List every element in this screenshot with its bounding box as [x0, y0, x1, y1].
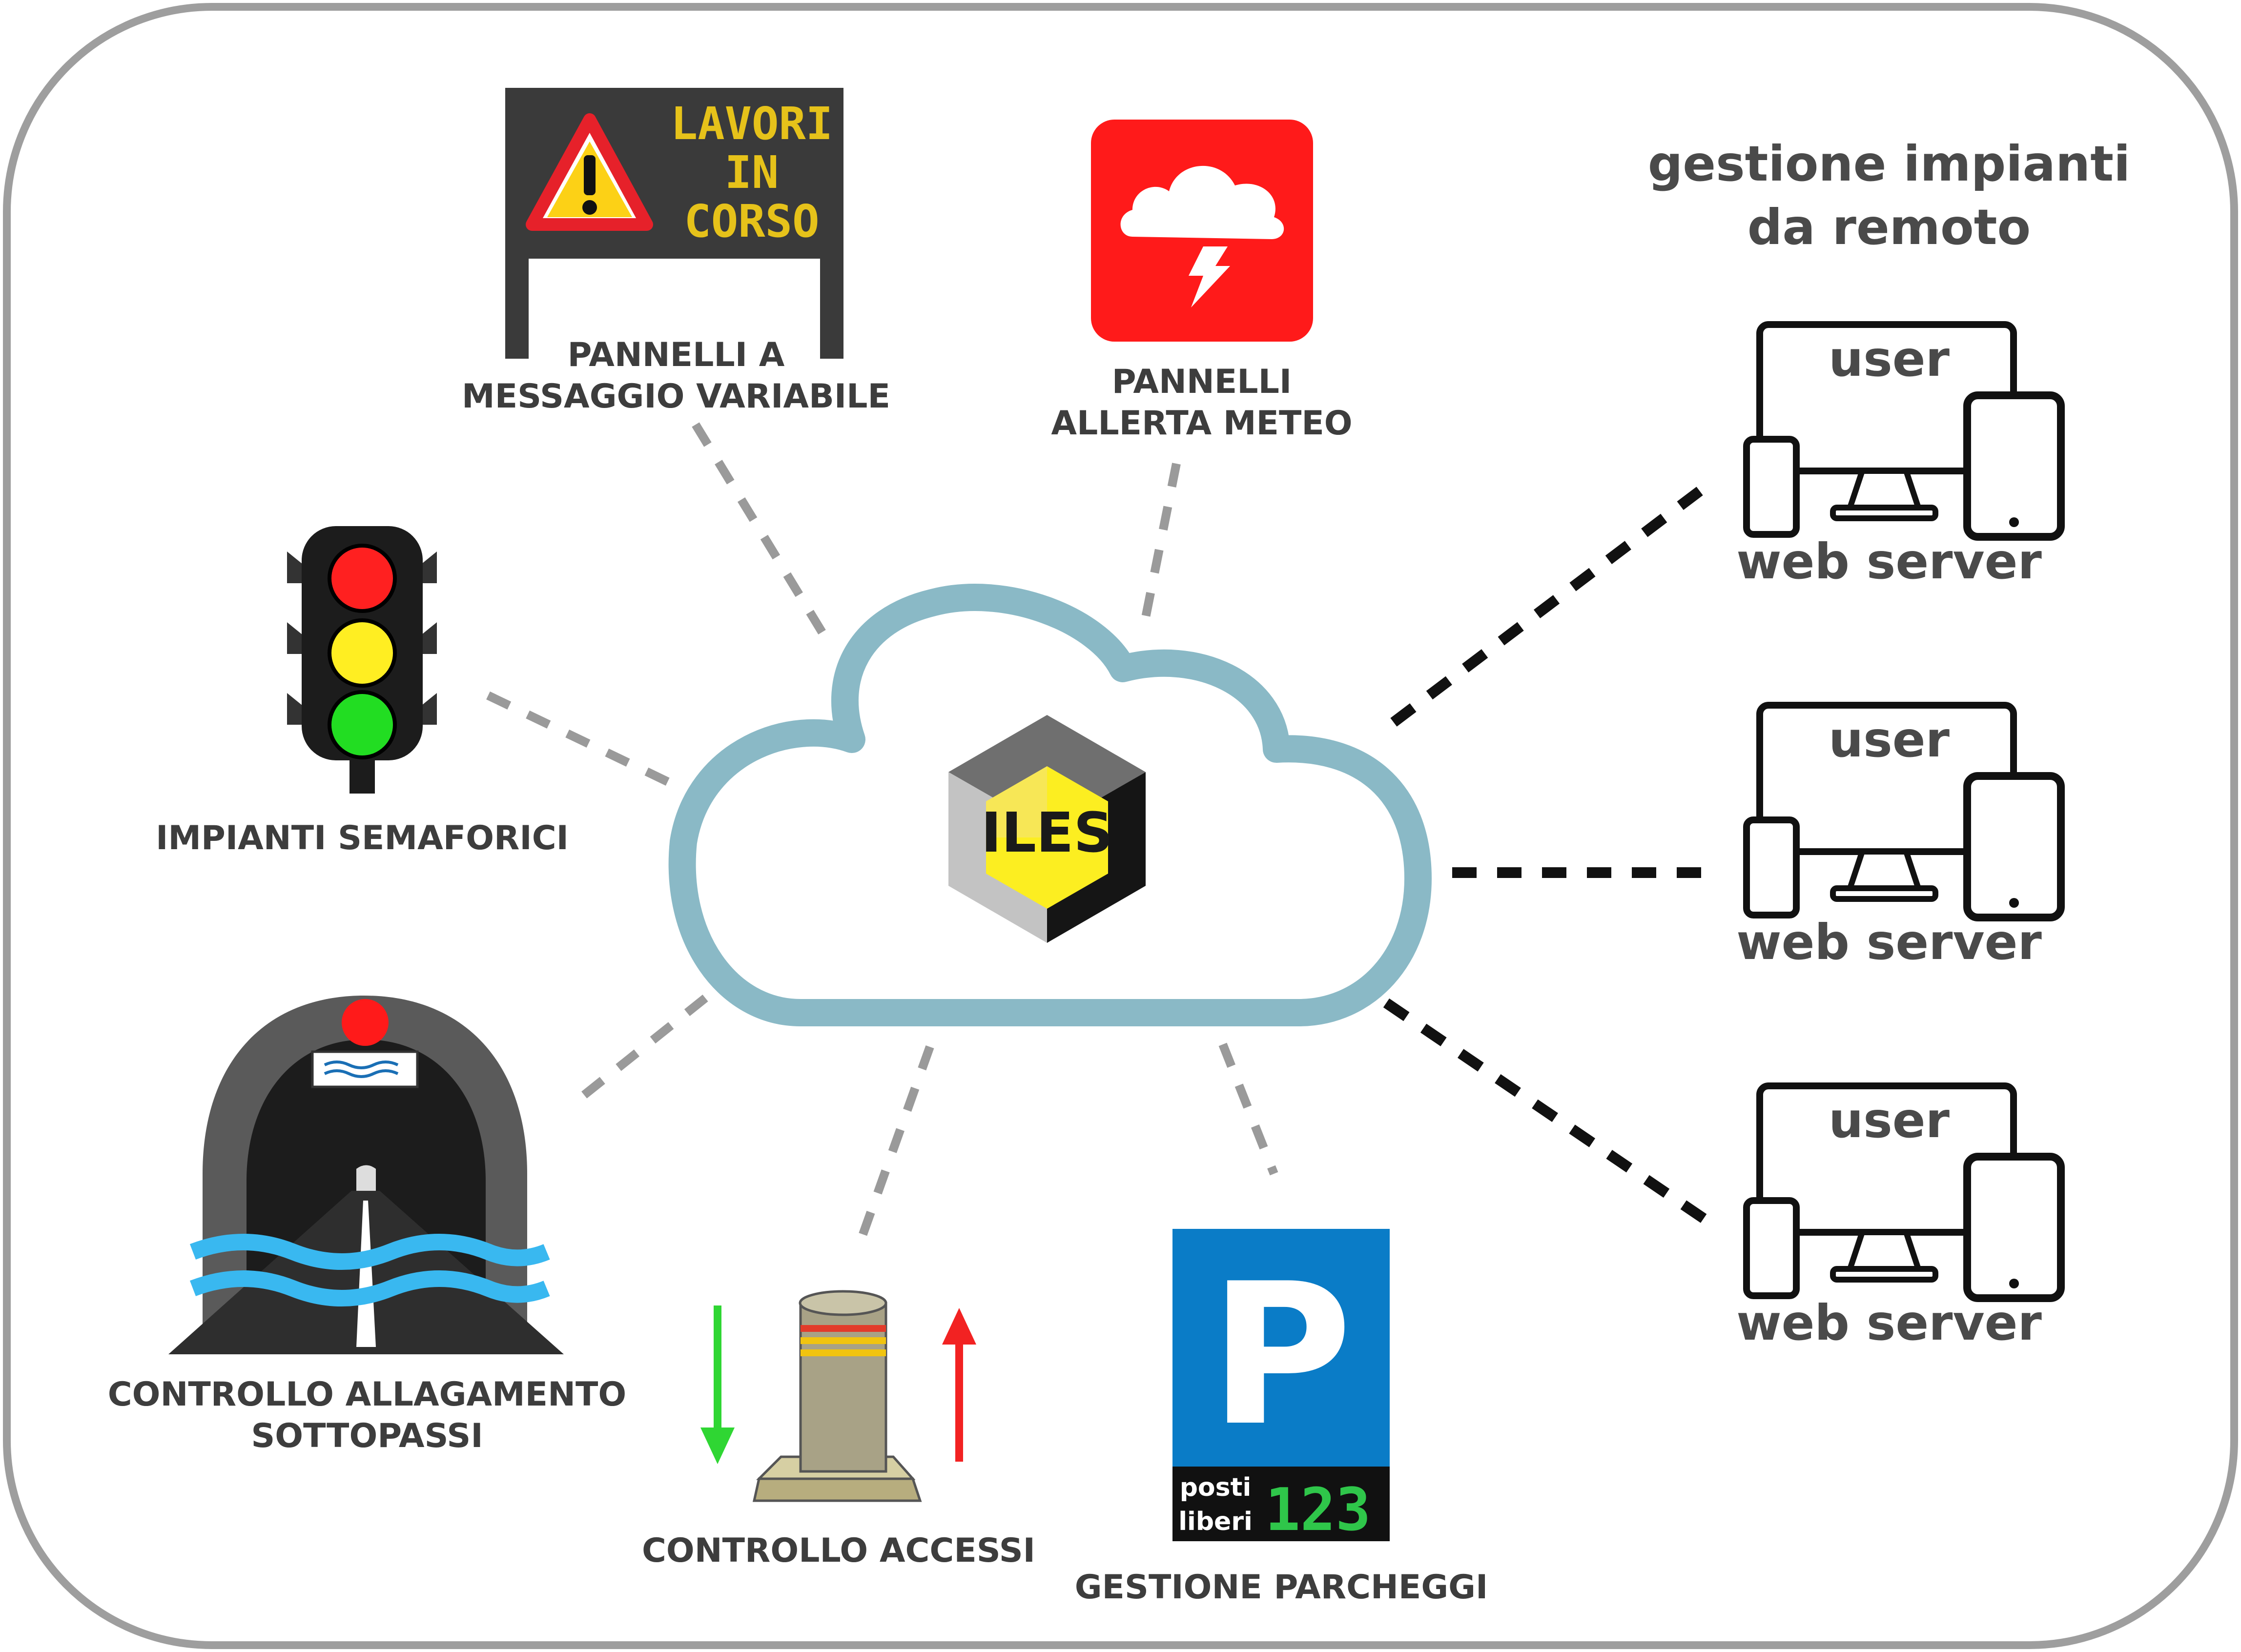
remote-station-3: user web server [1736, 1086, 2061, 1351]
connector-traffic-lights [486, 691, 678, 790]
water-sign [311, 1050, 419, 1088]
grey-connectors [486, 422, 1278, 1254]
station-server-label: web server [1736, 914, 2042, 971]
remote-station-1: user web server [1736, 325, 2061, 590]
flooding-tunnel [168, 996, 564, 1354]
flooding-label-2: SOTTOPASSI [251, 1417, 483, 1455]
access-control [700, 1290, 976, 1502]
vms-label-1: PANNELLI A [568, 336, 785, 374]
traffic-light [287, 526, 437, 794]
logo-text: ILES [981, 801, 1113, 865]
station-user-label: user [1829, 330, 1950, 388]
station-user-label: user [1829, 1092, 1950, 1149]
yellow-light [328, 618, 397, 688]
vms-line-3: CORSO [684, 195, 820, 247]
meteo-panel [1091, 120, 1313, 342]
vms-label-2: MESSAGGIO VARIABILE [462, 377, 890, 416]
parking-letter: P [1209, 1242, 1352, 1469]
remote-title-2: da remoto [1748, 199, 2031, 256]
parking-counter: 123 [1265, 1476, 1371, 1544]
parking-sign: P posti liberi 123 [1172, 1229, 1390, 1544]
vms-line-1: LAVORI [671, 98, 833, 150]
vms-panel: LAVORI IN CORSO [505, 88, 843, 359]
remote-station-2: user web server [1736, 705, 2061, 971]
access-label: CONTROLLO ACCESSI [642, 1531, 1035, 1570]
storm-cloud-icon [1120, 165, 1284, 239]
station-user-label: user [1829, 711, 1950, 768]
connector-meteo [1138, 463, 1181, 635]
flooding-label-1: CONTROLLO ALLAGAMENTO [108, 1375, 626, 1414]
meteo-label-2: ALLERTA METEO [1051, 404, 1352, 443]
lightning-icon [1189, 246, 1230, 307]
connector-station-3 [1383, 998, 1709, 1225]
red-light [328, 544, 397, 613]
parking-label: GESTIONE PARCHEGGI [1075, 1568, 1488, 1607]
parking-text-1: posti [1180, 1473, 1252, 1502]
connector-station-1 [1390, 476, 1717, 727]
connector-flooding [568, 994, 708, 1109]
meteo-label-1: PANNELLI [1112, 363, 1292, 401]
parking-text-2: liberi [1178, 1507, 1253, 1536]
remote-title-1: gestione impianti [1648, 135, 2131, 192]
traffic-lights-label: IMPIANTI SEMAFORICI [156, 819, 569, 857]
green-light [328, 690, 397, 759]
connector-access [852, 1045, 934, 1254]
vms-line-2: IN [725, 146, 779, 199]
connector-parking [1218, 1042, 1278, 1176]
station-server-label: web server [1736, 1294, 2042, 1351]
iles-logo: ILES [948, 715, 1146, 943]
black-connectors [1383, 476, 1717, 1225]
station-server-label: web server [1736, 533, 2042, 590]
alarm-light [342, 999, 389, 1046]
